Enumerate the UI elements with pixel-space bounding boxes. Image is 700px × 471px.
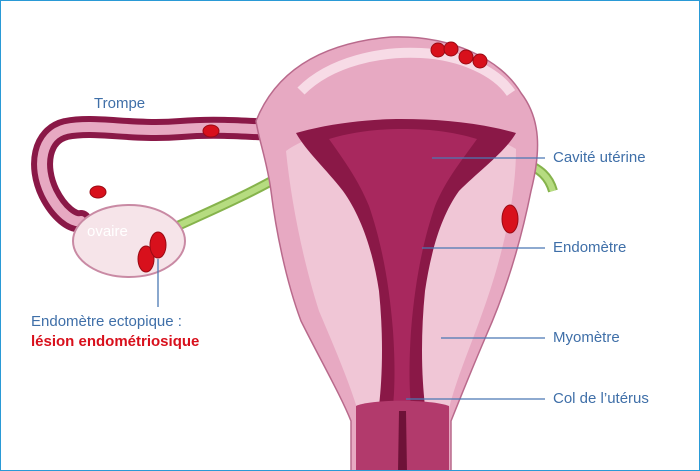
uterine-cavity [329, 129, 477, 406]
lesion-ovary-2 [149, 231, 167, 259]
cervical-canal [398, 411, 407, 470]
lesion-tube-bottom [89, 185, 107, 199]
fallopian-tube [31, 116, 302, 233]
fallopian-tube-lumen [37, 122, 296, 227]
lesion-myometrium [501, 204, 519, 234]
lesion-fundus-3 [458, 49, 474, 65]
lesion-tube-top [202, 124, 220, 138]
label-col-uterus: Col de l’utérus [553, 390, 649, 407]
lesion-fundus-4 [472, 53, 488, 69]
label-endometre: Endomètre [553, 239, 627, 256]
label-endometre-ectopique: Endomètre ectopique : [31, 313, 182, 330]
label-cavite-uterine: Cavité utérine [553, 149, 646, 166]
label-lesion-endometriosique: lésion endométriosique [31, 333, 200, 350]
label-ovaire: ovaire [87, 223, 128, 240]
lesion-fundus-2 [443, 41, 459, 57]
lesion-ovary-1 [137, 245, 155, 273]
label-trompe: Trompe [94, 95, 146, 112]
ovary [72, 204, 186, 278]
label-myometre: Myomètre [553, 329, 620, 346]
lesion-fundus-1 [430, 42, 446, 58]
fundus-highlight [297, 47, 516, 97]
